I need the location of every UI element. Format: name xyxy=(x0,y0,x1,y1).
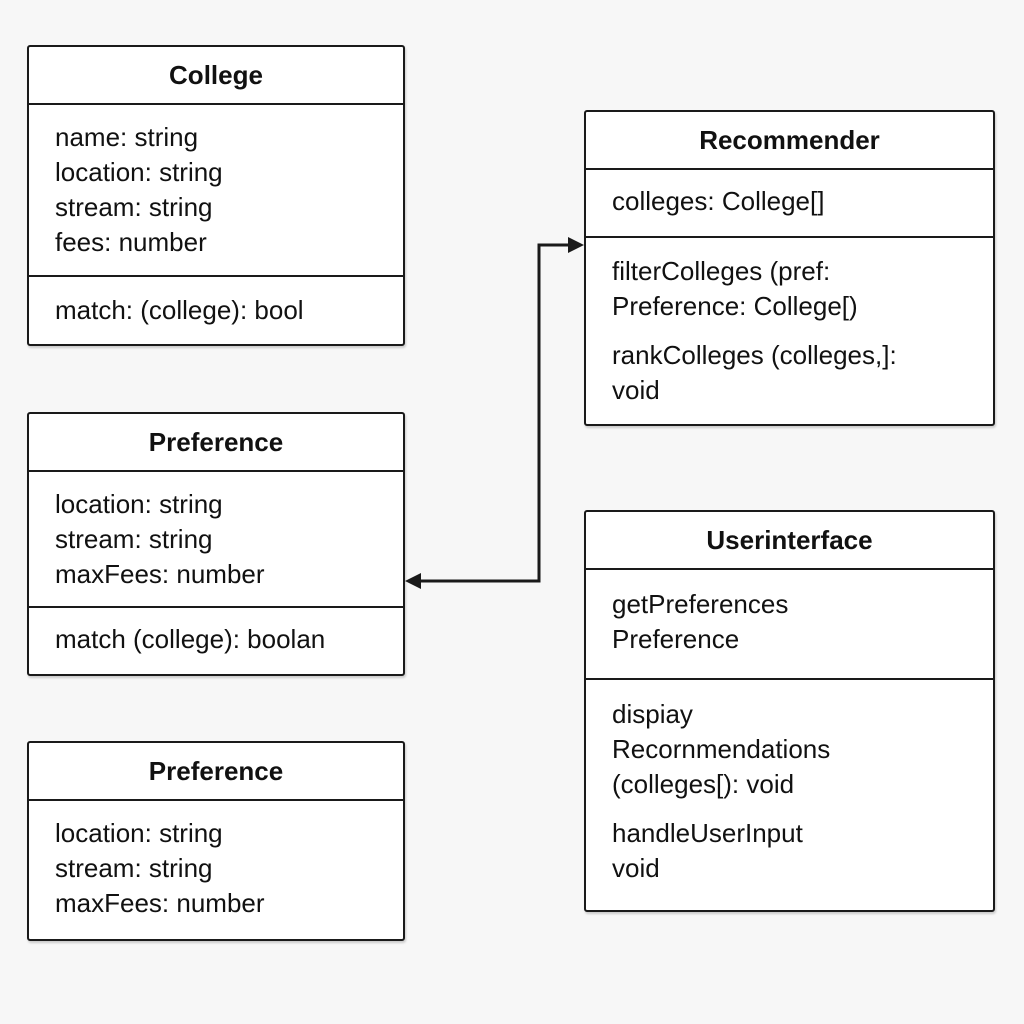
class-userinterface-attributes: getPreferences Preference xyxy=(586,570,993,680)
class-preference-1-title: Preference xyxy=(29,414,403,472)
method-line: Preference: College[) xyxy=(612,291,858,321)
method-line: (colleges[): void xyxy=(612,769,795,799)
arrowhead-right xyxy=(568,237,584,253)
class-college-attributes: name: string location: string stream: st… xyxy=(29,105,403,277)
class-preference-2[interactable]: Preference location: string stream: stri… xyxy=(27,741,405,941)
method: filterColleges (pref: Preference: Colleg… xyxy=(612,254,993,324)
method: match (college): boolan xyxy=(55,624,326,654)
method-line: handleUserInput xyxy=(612,818,803,848)
method-line: dispiay xyxy=(612,699,693,729)
method-line: filterColleges (pref: xyxy=(612,256,831,286)
attribute: stream: string xyxy=(55,853,213,883)
class-college[interactable]: College name: string location: string st… xyxy=(27,45,405,346)
class-college-methods: match: (college): bool xyxy=(29,277,403,328)
method: rankColleges (colleges,]: void xyxy=(612,338,993,408)
association-line xyxy=(419,243,570,583)
attribute: maxFees: number xyxy=(55,559,265,589)
attribute: fees: number xyxy=(55,227,207,257)
method: dispiay Recornmendations (colleges[): vo… xyxy=(612,697,993,802)
method-line: void xyxy=(612,375,660,405)
class-preference-1[interactable]: Preference location: string stream: stri… xyxy=(27,412,405,676)
attribute: name: string xyxy=(55,122,199,152)
class-recommender-methods: filterColleges (pref: Preference: Colleg… xyxy=(586,238,993,408)
class-recommender[interactable]: Recommender colleges: College[] filterCo… xyxy=(584,110,995,426)
class-preference-1-methods: match (college): boolan xyxy=(29,608,403,657)
method: match: (college): bool xyxy=(55,295,304,325)
class-userinterface[interactable]: Userinterface getPreferences Preference … xyxy=(584,510,995,912)
class-recommender-title: Recommender xyxy=(586,112,993,170)
attribute: maxFees: number xyxy=(55,888,265,918)
attribute: stream: string xyxy=(55,192,213,222)
attribute: location: string xyxy=(55,489,223,519)
class-userinterface-methods: dispiay Recornmendations (colleges[): vo… xyxy=(586,680,993,886)
attribute: colleges: College[] xyxy=(612,186,825,216)
class-preference-1-attributes: location: string stream: string maxFees:… xyxy=(29,472,403,608)
attribute: location: string xyxy=(55,818,223,848)
method-line: Recornmendations xyxy=(612,734,831,764)
class-recommender-attributes: colleges: College[] xyxy=(586,170,993,238)
class-preference-2-attributes: location: string stream: string maxFees:… xyxy=(29,801,403,921)
attribute: getPreferences xyxy=(612,589,789,619)
attribute: Preference xyxy=(612,624,740,654)
class-college-title: College xyxy=(29,47,403,105)
attribute: stream: string xyxy=(55,524,213,554)
attribute: location: string xyxy=(55,157,223,187)
method: handleUserInput void xyxy=(612,816,993,886)
method-line: rankColleges (colleges,]: xyxy=(612,340,897,370)
method-line: void xyxy=(612,853,660,883)
arrowhead-left xyxy=(405,573,421,589)
class-preference-2-title: Preference xyxy=(29,743,403,801)
class-userinterface-title: Userinterface xyxy=(586,512,993,570)
